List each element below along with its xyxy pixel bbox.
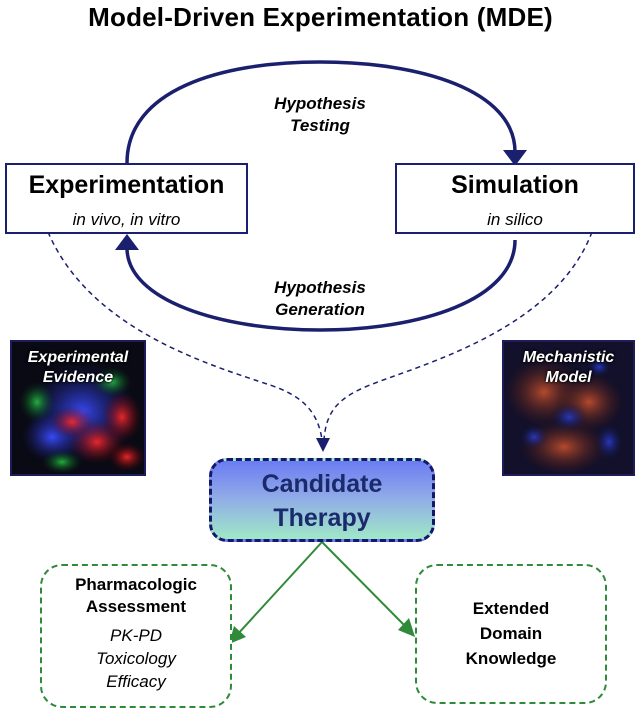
page-title: Model-Driven Experimentation (MDE) <box>88 2 553 32</box>
hypothesis-testing-arrowhead <box>503 150 527 166</box>
hypothesis-testing-arrow <box>125 60 517 164</box>
arrow-to-extended <box>321 541 409 630</box>
simulation-render-right <box>504 342 633 474</box>
simulation-subtitle: in silico <box>487 210 543 229</box>
extended-line2: Domain <box>479 624 543 643</box>
pharmacologic-item-toxicology: Toxicology <box>96 649 176 668</box>
extended-domain-knowledge-box: Extended Domain Knowledge <box>415 564 607 704</box>
simulation-title: Simulation <box>451 171 579 199</box>
experimental-evidence-line1: Experimental <box>27 349 129 366</box>
mechanistic-model-line1: Mechanistic <box>522 349 615 366</box>
fluorescence-micrograph-left <box>12 342 144 474</box>
pharmacologic-assessment-box: Pharmacologic Assessment PK-PD Toxicolog… <box>40 564 232 708</box>
pharmacologic-item-efficacy: Efficacy <box>106 672 166 691</box>
arrow-to-pharmacologic <box>235 541 323 637</box>
arrowhead-extended <box>398 618 415 637</box>
simulation-box: Simulation in silico <box>395 163 635 234</box>
pharmacologic-title-line1: Pharmacologic <box>75 575 197 594</box>
dashed-arrow-left <box>47 231 323 441</box>
candidate-therapy-line1: Candidate <box>261 470 383 498</box>
dashed-arrowhead <box>316 438 330 452</box>
experimentation-subtitle: in vivo, in vitro <box>72 210 181 229</box>
hypothesis-testing-line1: Hypothesis <box>274 94 366 113</box>
dashed-arrow-right <box>323 231 593 441</box>
experimentation-box: Experimentation in vivo, in vitro <box>5 163 248 234</box>
experimental-evidence-label: Experimental Evidence <box>12 348 144 388</box>
extended-line1: Extended <box>472 599 550 618</box>
extended-line3: Knowledge <box>465 649 557 668</box>
hypothesis-testing-line2: Testing <box>290 116 350 135</box>
mechanistic-model-line2: Model <box>545 369 592 386</box>
mechanistic-model-label: Mechanistic Model <box>504 348 633 388</box>
experimental-evidence-line2: Evidence <box>42 369 114 386</box>
candidate-therapy-line2: Therapy <box>273 504 371 532</box>
pharmacologic-title-line2: Assessment <box>85 597 187 616</box>
hypothesis-generation-line1: Hypothesis <box>274 278 366 297</box>
hypothesis-generation-arrowhead <box>115 234 139 250</box>
experimentation-title: Experimentation <box>28 171 225 199</box>
hypothesis-generation-arrow <box>125 239 517 332</box>
hypothesis-generation-label: Hypothesis Generation <box>240 277 400 321</box>
experimental-evidence-image: Experimental Evidence <box>10 340 146 476</box>
candidate-therapy-box: Candidate Therapy <box>209 458 435 542</box>
hypothesis-testing-label: Hypothesis Testing <box>240 93 400 137</box>
arrowhead-pharmacologic <box>229 626 246 644</box>
hypothesis-generation-line2: Generation <box>275 300 365 319</box>
mechanistic-model-image: Mechanistic Model <box>502 340 635 476</box>
pharmacologic-item-pkpd: PK-PD <box>110 626 162 645</box>
